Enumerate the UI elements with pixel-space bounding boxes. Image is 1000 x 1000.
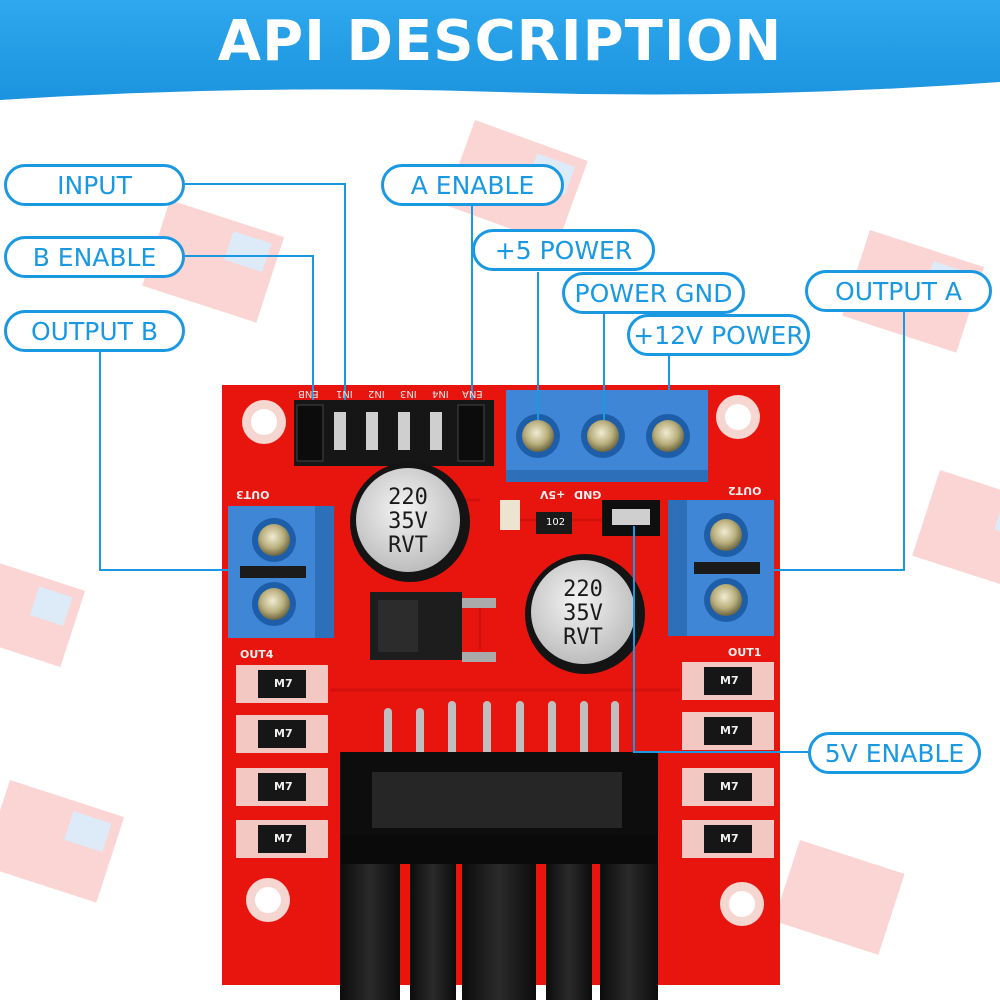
diode-mark: M7 <box>274 677 293 690</box>
mounting-hole <box>242 400 286 444</box>
diode-mark: M7 <box>274 780 293 793</box>
enb-jumper <box>296 404 324 462</box>
diode-mark: M7 <box>274 727 293 740</box>
silk-in1: IN1 <box>336 388 353 399</box>
cap-left-series: RVT <box>388 533 428 558</box>
label-5v-enable: 5V ENABLE <box>808 732 981 774</box>
smd-resistor <box>536 512 572 534</box>
silk-in4: IN4 <box>432 388 449 399</box>
capacitor-left <box>350 462 470 582</box>
silk-out2: OUT2 <box>728 484 762 497</box>
silk-out4: OUT4 <box>240 648 274 661</box>
silk-out3: OUT3 <box>236 488 270 501</box>
capacitor-right-marking: 220 35V RVT <box>548 578 618 650</box>
diode-mark: M7 <box>720 832 739 845</box>
cap-left-value: 220 <box>388 485 428 510</box>
diode-row-right <box>682 662 774 858</box>
title-banner <box>0 0 1000 100</box>
l298n-driver-chip <box>340 701 658 1000</box>
ena-jumper <box>457 404 485 462</box>
cap-right-voltage: 35V <box>563 601 603 626</box>
label-b-enable: B ENABLE <box>4 236 185 278</box>
diode-mark: M7 <box>720 674 739 687</box>
label-power-gnd: POWER GND <box>562 272 745 314</box>
label-plus5-power: +5 POWER <box>472 229 655 271</box>
silk-in2: IN2 <box>368 388 385 399</box>
silk-ena: ENA <box>462 388 483 399</box>
silk-gnd: GND <box>574 488 602 501</box>
cap-right-value: 220 <box>563 577 603 602</box>
label-output-b: OUTPUT B <box>4 310 185 352</box>
silk-plus5v: +5V <box>540 488 566 501</box>
label-output-a: OUTPUT A <box>805 270 992 312</box>
leader-lines <box>99 183 905 753</box>
label-input: INPUT <box>4 164 185 206</box>
mounting-hole <box>716 395 760 439</box>
mounting-hole <box>720 882 764 926</box>
diode-mark: M7 <box>720 724 739 737</box>
diode-row-left <box>236 665 328 858</box>
label-a-enable: A ENABLE <box>381 164 564 206</box>
silk-enb: ENB <box>298 388 319 399</box>
capacitor-right <box>525 554 645 674</box>
cap-right-series: RVT <box>563 625 603 650</box>
label-plus12-power: +12V POWER <box>627 314 810 356</box>
silk-resistor: 102 <box>546 517 566 528</box>
silk-out1: OUT1 <box>728 646 762 659</box>
diode-mark: M7 <box>720 780 739 793</box>
cap-left-voltage: 35V <box>388 509 428 534</box>
mounting-hole <box>246 878 290 922</box>
capacitor-left-marking: 220 35V RVT <box>373 486 443 558</box>
silk-in3: IN3 <box>400 388 417 399</box>
led <box>500 500 520 530</box>
diode-mark: M7 <box>274 832 293 845</box>
page-title: API DESCRIPTION <box>217 8 783 74</box>
